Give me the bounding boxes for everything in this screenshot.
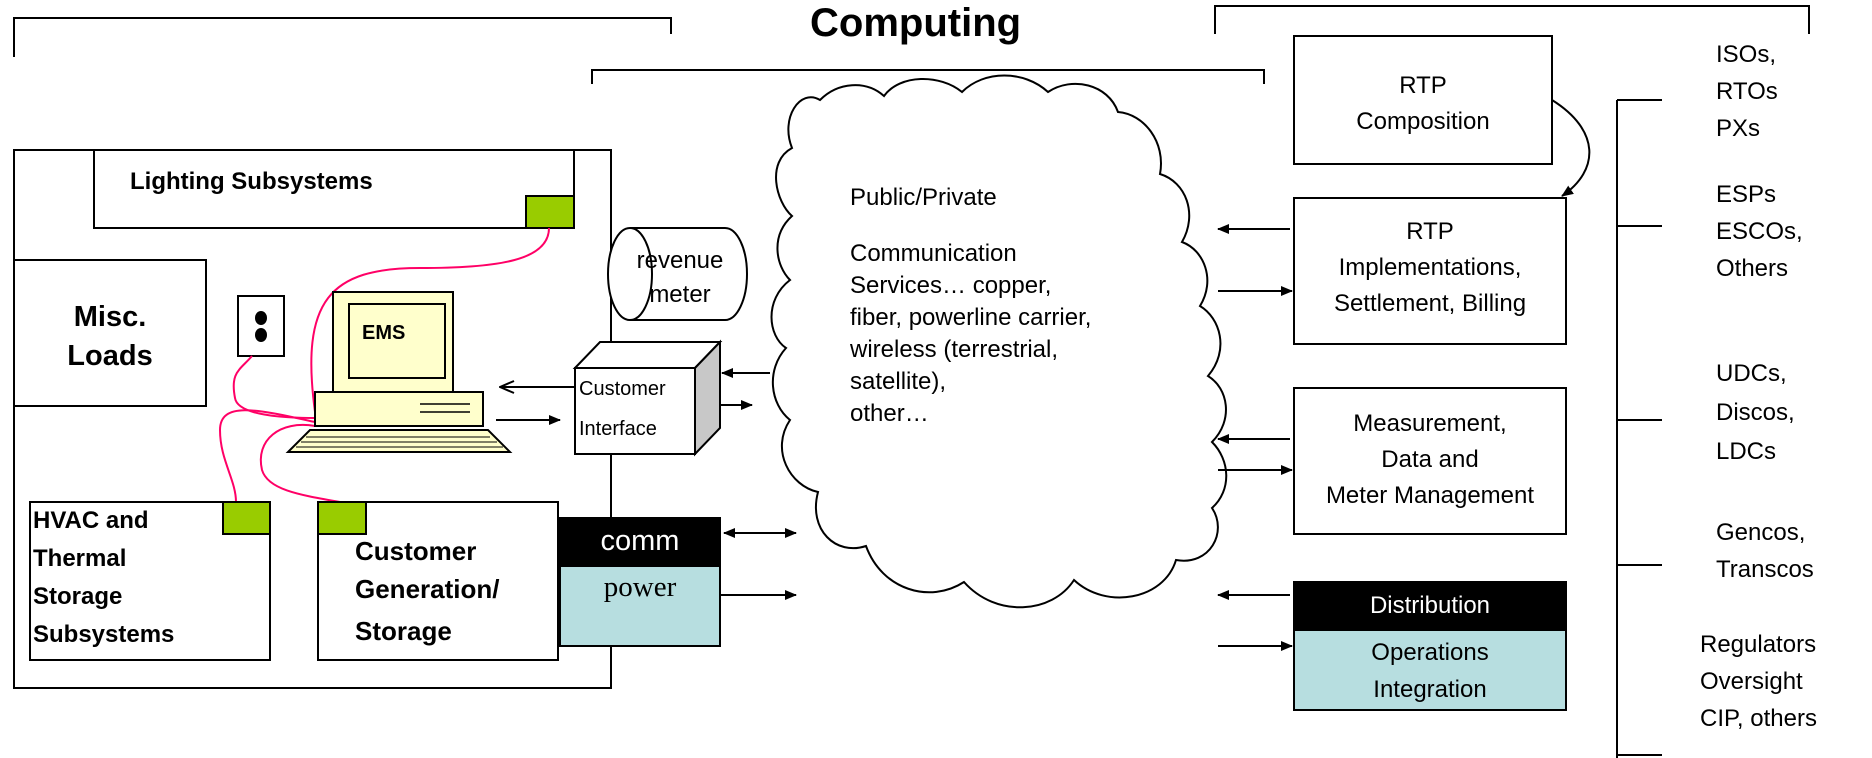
cloud-line: satellite), xyxy=(850,368,947,395)
entity-group-udcs: UDCs, Discos, LDCs xyxy=(1716,354,1795,471)
lighting-module xyxy=(525,195,575,229)
communication-cloud xyxy=(770,74,1228,609)
service-arrows xyxy=(1217,224,1293,651)
entity-line: LDCs xyxy=(1716,438,1777,465)
ems-wiring xyxy=(218,227,550,503)
entity-line: UDCs, xyxy=(1716,360,1787,387)
entity-line: Regulators xyxy=(1700,631,1817,658)
measurement-line: Data and xyxy=(1381,446,1479,473)
customer-generation-label: Customer Generation/ Storage xyxy=(355,532,499,650)
customer-interface-line: Interface xyxy=(579,418,657,440)
measurement-box xyxy=(1293,387,1567,535)
hvac-line: HVAC and xyxy=(33,507,149,534)
entity-group-gencos: Gencos, Transcos xyxy=(1716,514,1814,588)
entity-line: ESCOs, xyxy=(1716,218,1803,245)
rtp-composition-line: RTP xyxy=(1399,72,1447,99)
cloud-line: fiber, powerline carrier, xyxy=(850,304,1092,331)
operations-line: Integration xyxy=(1373,676,1487,703)
customer-generation-module xyxy=(317,501,367,535)
rtp-implementations-line: Settlement, Billing xyxy=(1333,290,1527,317)
entity-group-regulators: Regulators Oversight CIP, others xyxy=(1700,626,1817,737)
rtp-implementations-label: RTP Implementations, Settlement, Billing xyxy=(1294,214,1566,322)
operations-label: Operations Integration xyxy=(1294,634,1566,708)
outlet-icon xyxy=(237,295,285,357)
comm-label: comm xyxy=(600,525,680,557)
computing-bracket xyxy=(591,69,1265,84)
misc-loads-line: Misc. xyxy=(73,301,147,333)
operations-box xyxy=(1293,629,1567,711)
entity-line: RTOs xyxy=(1716,78,1778,105)
misc-loads-line: Loads xyxy=(67,340,153,372)
top-bracket-left xyxy=(13,17,672,57)
hvac-module xyxy=(222,501,271,535)
customer-interface-line: Customer xyxy=(579,378,666,400)
customer-interface-box xyxy=(572,339,723,457)
measurement-line: Measurement, xyxy=(1353,410,1507,437)
revenue-meter-icon xyxy=(607,227,748,518)
measurement-line: Meter Management xyxy=(1325,482,1535,509)
entity-line: Transcos xyxy=(1716,556,1814,583)
entity-line: Gencos, xyxy=(1716,519,1806,546)
revenue-meter-line: meter xyxy=(649,281,711,308)
hvac-line: Storage xyxy=(33,583,123,610)
lighting-label: Lighting Subsystems xyxy=(130,168,373,195)
distribution-label: Distribution xyxy=(1369,592,1491,619)
rtp-implementations-line: Implementations, xyxy=(1338,254,1522,281)
entity-group-esps: ESPs ESCOs, Others xyxy=(1716,176,1803,287)
top-bracket-right xyxy=(1214,5,1810,34)
composition-link xyxy=(1551,99,1591,197)
customer-generation-line: Generation/ xyxy=(355,574,500,604)
lighting-box xyxy=(93,149,575,229)
revenue-meter-line: revenue xyxy=(636,247,724,274)
cloud-line: Services… copper, xyxy=(850,272,1052,299)
entity-line: Discos, xyxy=(1716,399,1795,426)
rtp-composition-line: Composition xyxy=(1356,108,1490,135)
diagram-title: Computing xyxy=(810,1,1022,45)
power-block xyxy=(559,565,721,647)
power-label: power xyxy=(603,571,677,603)
entity-line: ISOs, xyxy=(1716,41,1777,68)
customer-generation-line: Customer xyxy=(355,536,477,566)
ems-label: EMS xyxy=(362,322,406,344)
rtp-implementations-box xyxy=(1293,197,1567,345)
interface-arrows xyxy=(496,368,797,600)
cloud-text: Communication Services… copper, fiber, p… xyxy=(850,238,1091,430)
hvac-line: Subsystems xyxy=(33,621,175,648)
revenue-meter-label: revenue meter xyxy=(618,244,742,312)
entity-group-isos: ISOs, RTOs PXs xyxy=(1716,36,1778,147)
operations-line: Operations xyxy=(1371,639,1489,666)
customer-interface-label: Customer Interface xyxy=(579,369,666,449)
entities-bracket xyxy=(1616,99,1662,758)
cloud-line: other… xyxy=(850,400,929,427)
distribution-box xyxy=(1293,581,1567,631)
rtp-composition-box xyxy=(1293,35,1553,165)
measurement-label: Measurement, Data and Meter Management xyxy=(1294,406,1566,514)
rtp-composition-label: RTP Composition xyxy=(1294,68,1552,140)
cloud-line: wireless (terrestrial, xyxy=(850,336,1059,363)
misc-loads-label: Misc. Loads xyxy=(14,298,206,376)
hvac-line: Thermal xyxy=(33,545,127,572)
rtp-implementations-line: RTP xyxy=(1406,218,1454,245)
cloud-line: Communication xyxy=(850,240,1017,267)
entity-line: Oversight xyxy=(1700,668,1803,695)
entity-line: ESPs xyxy=(1716,181,1777,208)
hvac-label: HVAC and Thermal Storage Subsystems xyxy=(33,502,174,654)
ems-computer-icon xyxy=(285,291,513,453)
customer-generation-line: Storage xyxy=(355,616,452,646)
entity-line: Others xyxy=(1716,255,1789,282)
misc-loads-box xyxy=(13,259,207,407)
entity-line: CIP, others xyxy=(1700,705,1817,732)
entity-line: PXs xyxy=(1716,115,1761,142)
cloud-heading: Public/Private xyxy=(850,184,997,211)
